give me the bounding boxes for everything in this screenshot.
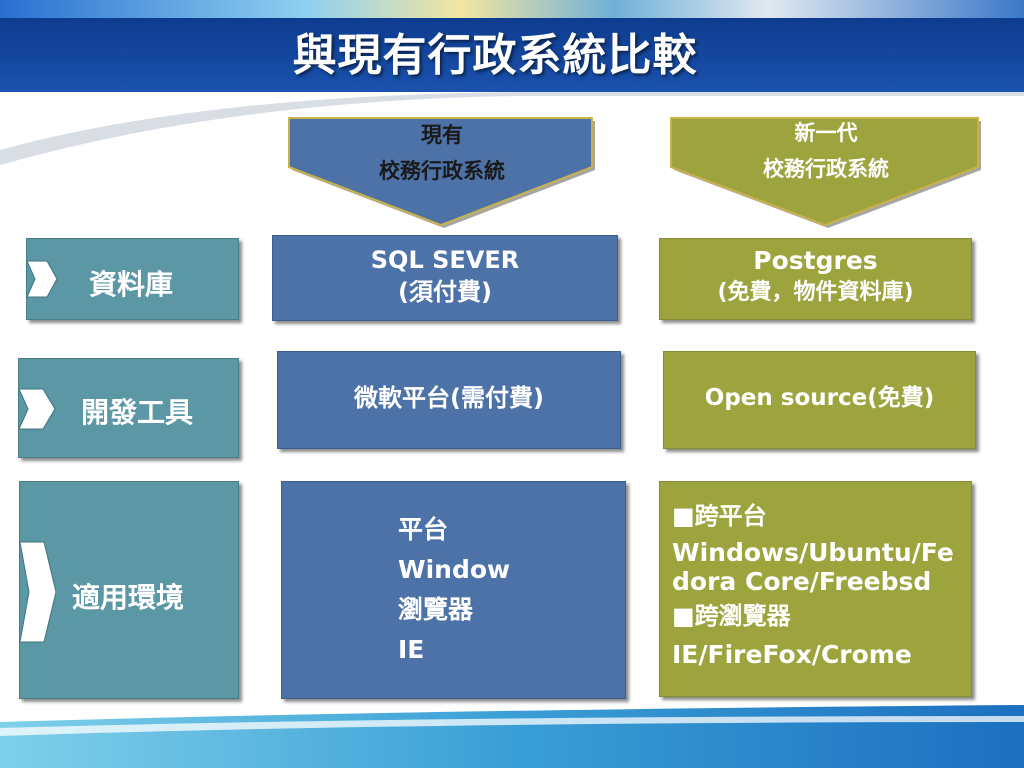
header-current: 現有 校務行政系統 <box>289 117 595 189</box>
title-band <box>0 18 1024 92</box>
row-arrow-icon <box>19 388 56 430</box>
header-current-line2: 校務行政系統 <box>379 159 505 183</box>
row-label-devtools: 開發工具 <box>18 358 239 458</box>
cell-devtools-current-line1: 微軟平台(需付費) <box>354 384 544 412</box>
cell-devtools-next: Open source(免費) <box>663 351 976 449</box>
bottom-wave <box>0 705 1024 768</box>
page-title: 與現有行政系統比較 <box>292 30 698 81</box>
cell-environment-current: 平台 Window 瀏覽器 IE <box>281 481 626 699</box>
cell-environment-current-line4: IE <box>398 635 425 664</box>
cell-database-next: Postgres (免費，物件資料庫) <box>659 238 972 320</box>
cell-environment-next-text2: IE/FireFox/Crome <box>672 640 912 669</box>
cell-environment-next: ■跨平台 Windows/Ubuntu/Fedora Core/Freebsd … <box>659 481 972 697</box>
cell-devtools-current: 微軟平台(需付費) <box>277 351 621 449</box>
cell-environment-next-bullet1: ■跨平台 <box>672 502 767 530</box>
cell-database-current-line2: (須付費) <box>398 278 492 306</box>
row-label-devtools-text: 開發工具 <box>81 396 194 429</box>
header-current-shape <box>288 117 595 228</box>
row-label-environment-text: 適用環境 <box>72 581 185 614</box>
cell-database-current: SQL SEVER (須付費) <box>272 235 618 321</box>
cell-environment-current-line3: 瀏覽器 <box>398 595 474 624</box>
cell-devtools-next-line1: Open source(免費) <box>704 385 935 411</box>
bottom-wave-highlight <box>0 716 1024 736</box>
row-arrow-icon <box>27 260 58 298</box>
row-label-database: 資料庫 <box>26 238 239 320</box>
header-next: 新一代 校務行政系統 <box>671 115 981 187</box>
row-label-database-text: 資料庫 <box>89 268 174 301</box>
header-current-line1: 現有 <box>421 123 463 147</box>
header-next-line1: 新一代 <box>794 121 858 145</box>
top-stripe <box>0 0 1024 20</box>
row-arrow-icon <box>20 541 57 643</box>
row-label-environment: 適用環境 <box>19 481 239 699</box>
cell-database-next-line1: Postgres <box>753 246 878 275</box>
cell-environment-next-bullet2: ■跨瀏覽器 <box>672 602 791 630</box>
cell-environment-current-line2: Window <box>398 555 511 584</box>
cell-environment-current-line1: 平台 <box>398 515 449 544</box>
cell-environment-next-text1: Windows/Ubuntu/Fedora Core/Freebsd <box>672 538 954 596</box>
header-swoosh <box>0 92 1024 165</box>
cell-database-next-line2: (免費，物件資料庫) <box>717 280 914 305</box>
cell-database-current-line1: SQL SEVER <box>370 246 520 274</box>
header-next-shape <box>670 117 981 228</box>
header-next-line2: 校務行政系統 <box>763 157 889 181</box>
